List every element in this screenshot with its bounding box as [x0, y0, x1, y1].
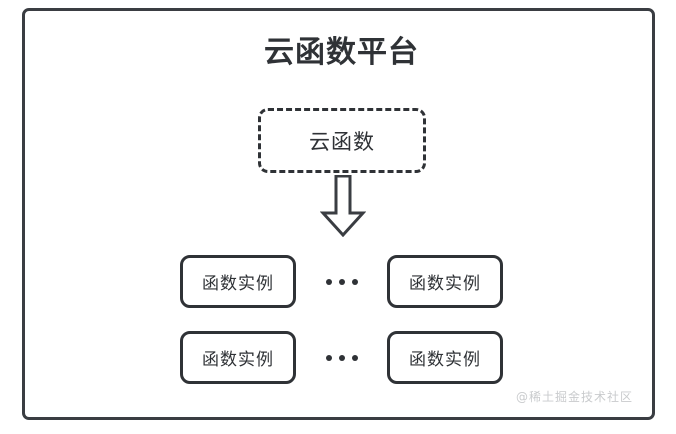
function-instance-box: 函数实例 [387, 331, 503, 384]
page-title: 云函数平台 [264, 35, 419, 70]
cloud-function-label: 云函数 [309, 129, 375, 154]
function-instance-box: 函数实例 [180, 331, 296, 384]
function-instance-box: 函数实例 [180, 255, 296, 308]
ellipsis-dot [325, 354, 332, 361]
ellipsis-icon [322, 354, 362, 361]
function-instance-label: 函数实例 [409, 274, 481, 294]
ellipsis-dot [338, 278, 345, 285]
instance-row: 函数实例 函数实例 [180, 255, 503, 308]
ellipsis-dot [325, 278, 332, 285]
ellipsis-dot [338, 354, 345, 361]
function-instance-label: 函数实例 [409, 350, 481, 370]
function-instance-label: 函数实例 [202, 350, 274, 370]
down-block-arrow-icon [319, 174, 367, 238]
watermark: @稀土掘金技术社区 [515, 390, 633, 404]
cloud-function-node: 云函数 [258, 108, 426, 173]
instance-row: 函数实例 函数实例 [180, 331, 503, 384]
ellipsis-dot [351, 354, 358, 361]
function-instance-label: 函数实例 [202, 274, 274, 294]
ellipsis-dot [351, 278, 358, 285]
cloud-function-platform-container: 云函数平台 云函数 函数实例 函数实例 函数实例 [22, 8, 655, 420]
function-instance-box: 函数实例 [387, 255, 503, 308]
ellipsis-icon [322, 278, 362, 285]
